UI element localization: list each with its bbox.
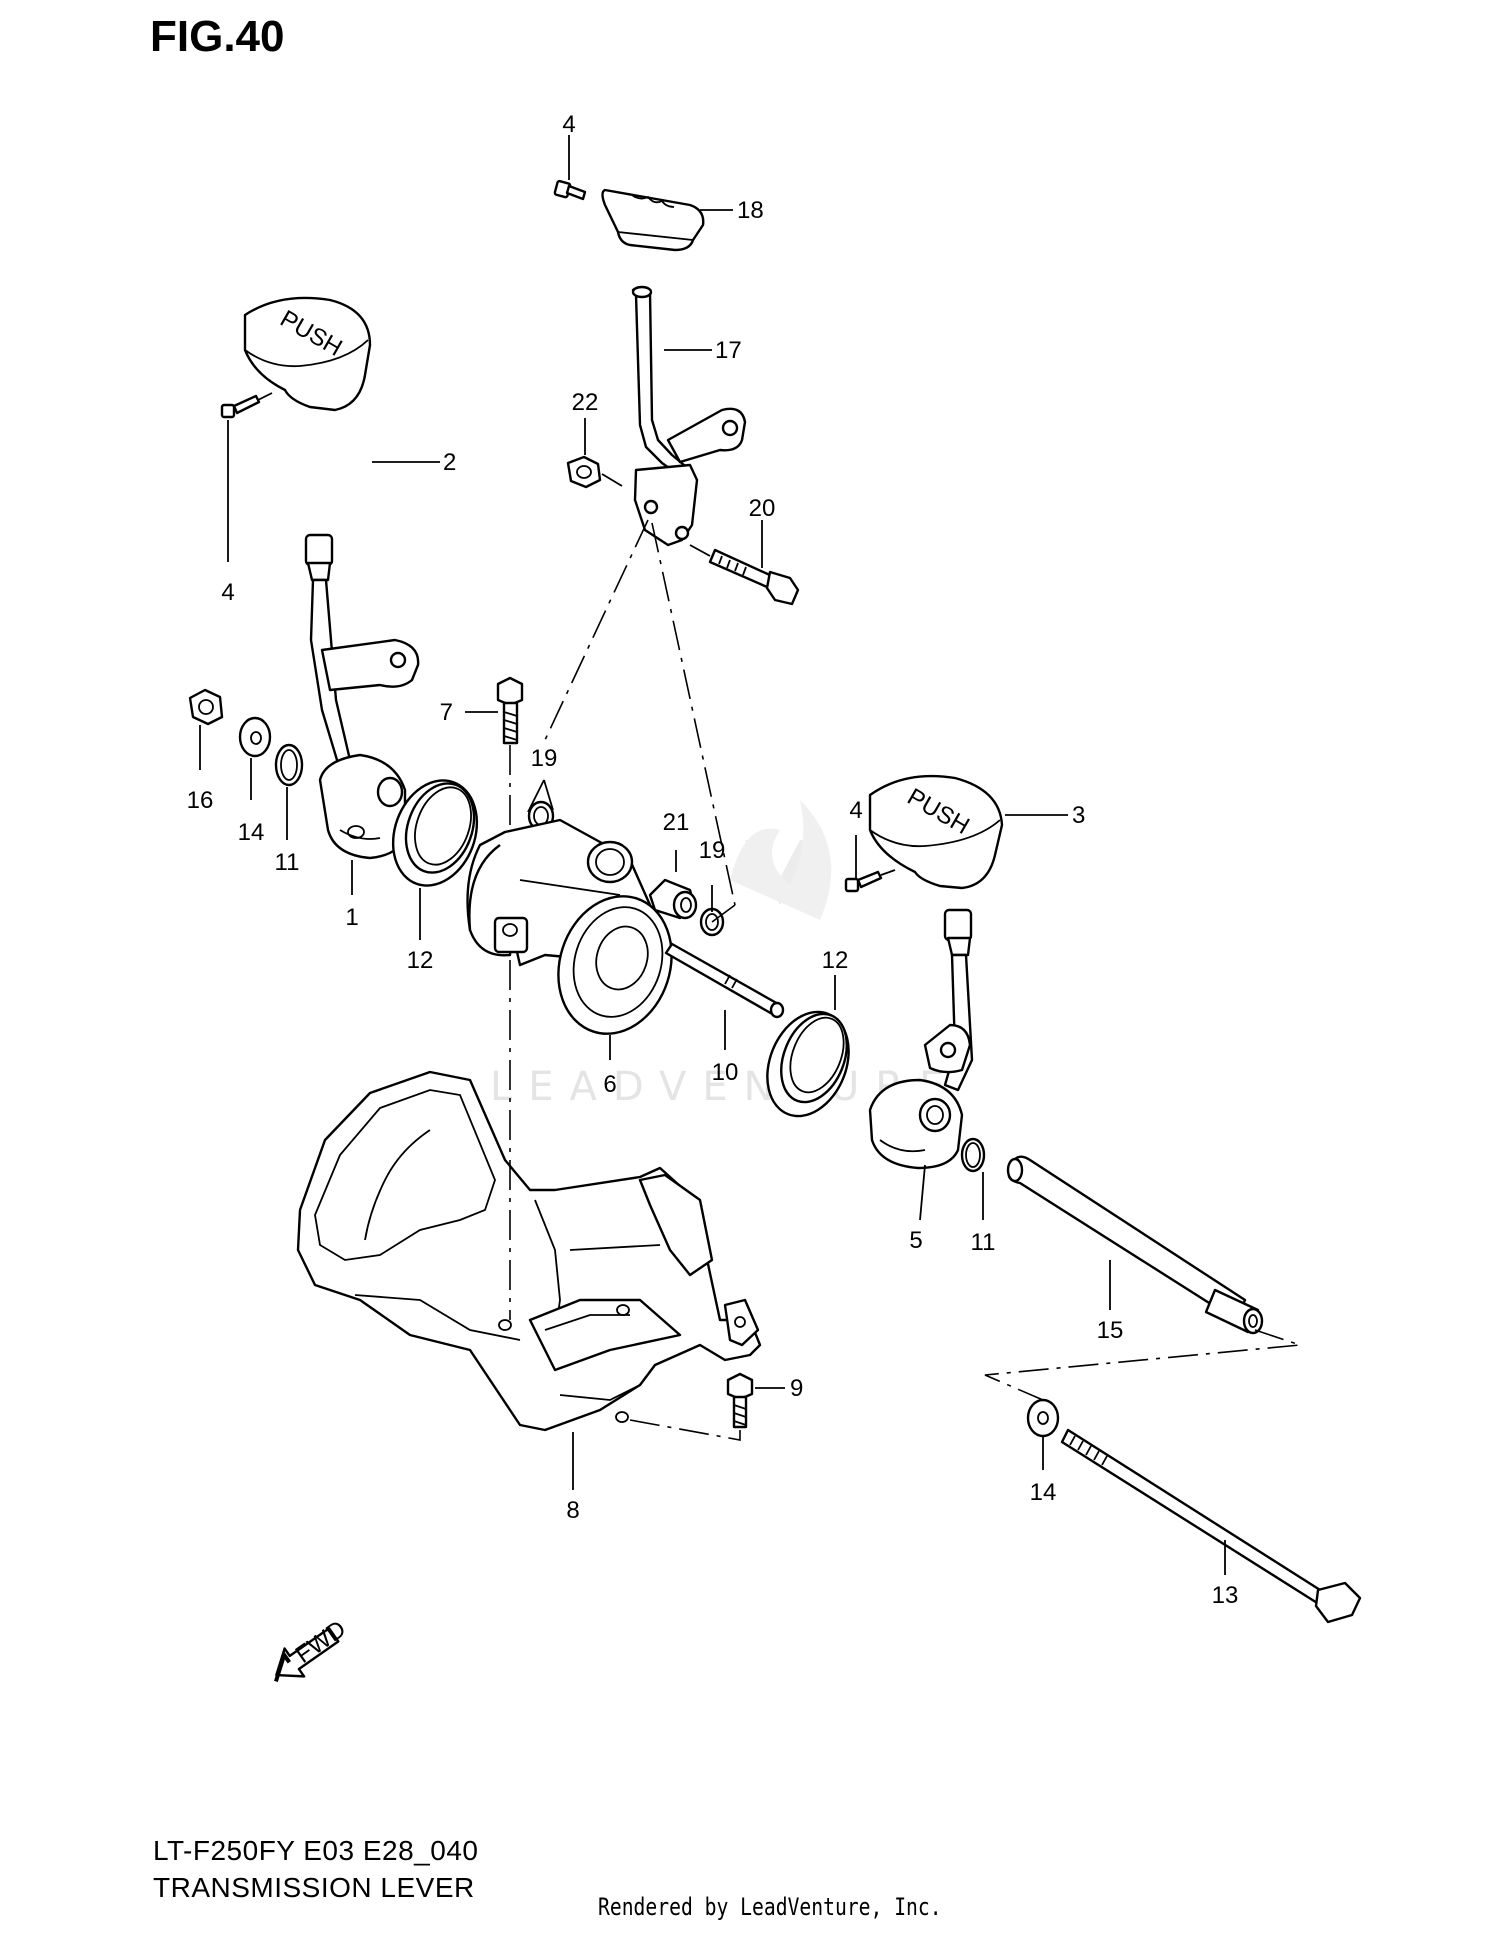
part-9-bolt xyxy=(726,1372,754,1429)
callout-20: 20 xyxy=(749,495,776,522)
callout-17: 17 xyxy=(715,337,742,364)
render-credit: Rendered by LeadVenture, Inc. xyxy=(598,1893,942,1921)
callout-22: 22 xyxy=(572,389,599,416)
part-21-spacer xyxy=(648,878,698,920)
part-18-cap xyxy=(601,188,705,252)
part-22-nut xyxy=(566,455,602,489)
part-20-bolt xyxy=(708,548,800,606)
part-12-seal-right xyxy=(766,1010,850,1118)
figure-model-code: LT-F250FY E03 E28_040 xyxy=(153,1835,479,1866)
callout-21: 21 xyxy=(663,809,690,836)
callout-4-top: 4 xyxy=(562,111,575,138)
fwd-arrow: FWD xyxy=(274,1615,351,1683)
part-8-bracket xyxy=(296,1070,762,1432)
callout-11-left: 11 xyxy=(275,849,300,876)
callout-9: 9 xyxy=(790,1375,803,1402)
callout-19-left: 19 xyxy=(531,745,558,772)
callout-8: 8 xyxy=(566,1497,579,1524)
figure-title: FIG.40 xyxy=(150,12,285,61)
callout-13: 13 xyxy=(1212,1582,1239,1609)
part-13-long-bolt xyxy=(1060,1428,1362,1624)
callout-16: 16 xyxy=(187,787,214,814)
part-1-lever-left xyxy=(304,533,420,860)
callout-4-left: 4 xyxy=(221,579,234,606)
callout-18: 18 xyxy=(737,197,764,224)
part-7-bolt xyxy=(496,676,524,745)
callout-14-right: 14 xyxy=(1030,1479,1057,1506)
fwd-label: FWD xyxy=(291,1615,351,1668)
watermark: LEADVENTURE xyxy=(490,800,960,1110)
callout-4-right: 4 xyxy=(849,797,862,824)
part-16-nut xyxy=(188,688,224,726)
part-4-screw-left xyxy=(220,394,261,419)
callout-12-left: 12 xyxy=(407,947,434,974)
callout-19-right: 19 xyxy=(699,837,726,864)
part-17-shift-lever xyxy=(631,285,747,547)
part-5-lever-right xyxy=(868,908,974,1170)
part-11-oring-right xyxy=(960,1137,986,1173)
part-14-washer-left xyxy=(238,716,272,758)
callout-2: 2 xyxy=(443,449,456,476)
part-15-shaft xyxy=(1006,1155,1264,1335)
part-12-seal-left xyxy=(391,779,479,887)
watermark-text: LEADVENTURE xyxy=(490,1064,960,1110)
part-4-screw-top xyxy=(553,179,587,201)
callout-7: 7 xyxy=(440,699,453,726)
callout-numbers: 4 18 17 22 20 2 4 7 19 16 14 11 1 12 6 1… xyxy=(187,111,1239,1609)
callout-3: 3 xyxy=(1072,802,1085,829)
callout-5: 5 xyxy=(909,1227,922,1254)
callout-10: 10 xyxy=(712,1059,739,1086)
callout-1: 1 xyxy=(345,904,358,931)
callout-12-right: 12 xyxy=(822,947,849,974)
callout-14-left: 14 xyxy=(238,819,265,846)
callout-11-right: 11 xyxy=(971,1229,996,1256)
callout-15: 15 xyxy=(1097,1317,1124,1344)
leader-lines xyxy=(199,135,1226,1575)
part-11-oring-left xyxy=(274,743,304,787)
part-2-knob: PUSH xyxy=(243,296,372,412)
part-14-washer-right xyxy=(1026,1398,1060,1438)
part-4-screw-right xyxy=(844,870,883,893)
figure-name: TRANSMISSION LEVER xyxy=(153,1872,475,1903)
part-10-pin xyxy=(664,942,785,1019)
alignment-lines xyxy=(509,519,1301,1441)
part-3-knob: PUSH xyxy=(868,774,1004,890)
callout-6: 6 xyxy=(603,1071,616,1098)
part-6-housing xyxy=(466,818,673,1035)
